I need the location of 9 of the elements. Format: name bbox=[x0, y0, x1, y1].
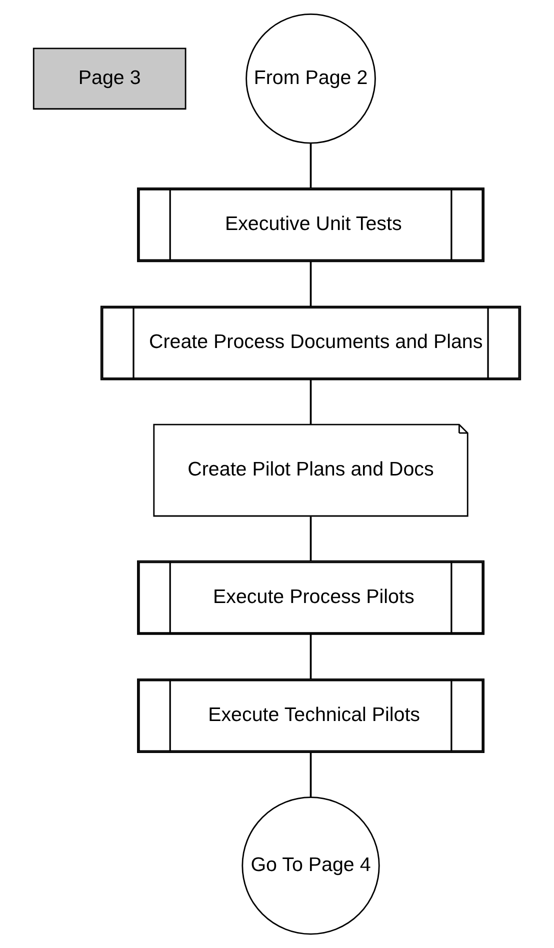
connector bbox=[310, 380, 312, 425]
connector bbox=[310, 261, 312, 306]
connector bbox=[310, 634, 312, 679]
connector bbox=[310, 143, 312, 188]
connector bbox=[310, 752, 312, 798]
node-circle: Go To Page 4 bbox=[242, 796, 380, 935]
connector bbox=[310, 516, 312, 561]
node-circle: From Page 2 bbox=[246, 14, 376, 144]
node-box: Page 3 bbox=[32, 48, 186, 110]
